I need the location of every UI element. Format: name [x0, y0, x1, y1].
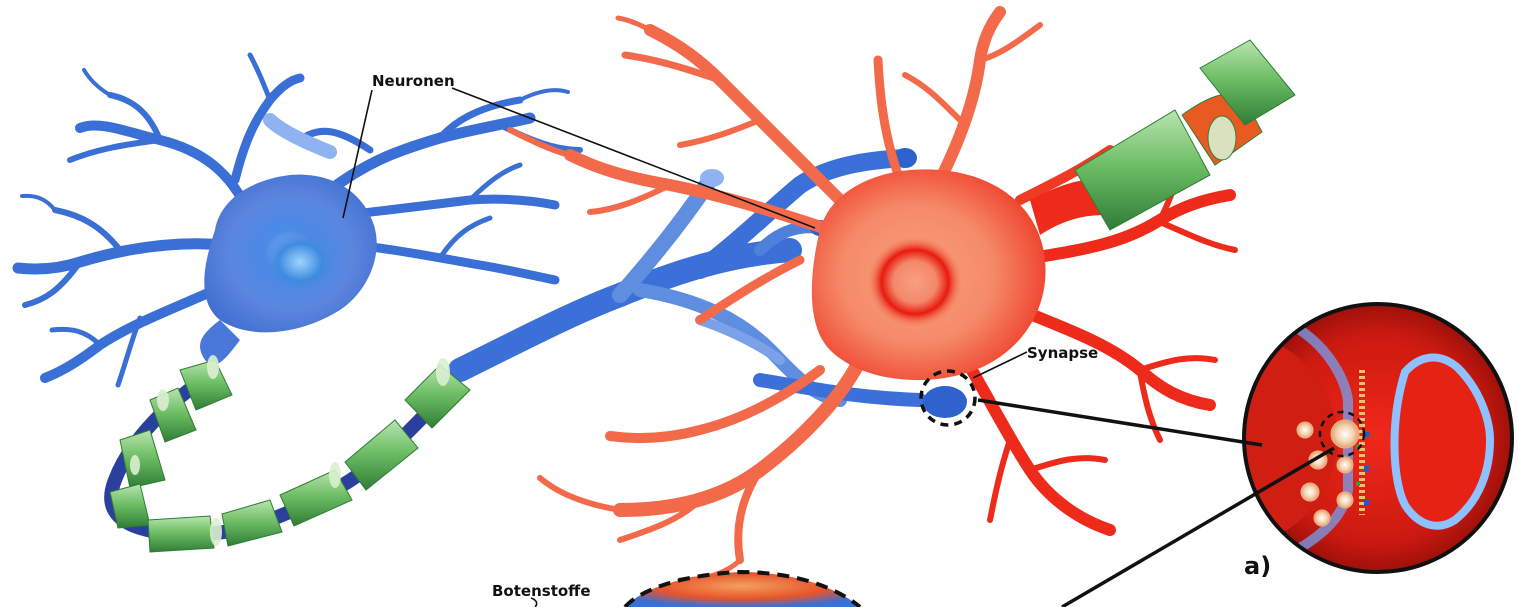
blue-axon-bouton: [923, 386, 967, 418]
myelin-sheath-blue: [110, 355, 470, 552]
red-neuron-nucleus: [867, 236, 963, 328]
botenstoffe-zoom-panel: [625, 572, 860, 607]
label-neuronen: Neuronen: [372, 72, 455, 90]
blue-neuron-nucleus: [260, 228, 340, 296]
leader-neuronen-red: [452, 88, 815, 228]
leader-synapse-zoom: [978, 400, 1262, 445]
label-botenstoffe: Botenstoffe: [492, 582, 591, 600]
label-panel-a: a): [1244, 552, 1271, 580]
label-synapse: Synapse: [1027, 344, 1098, 362]
synapse-zoom-panel: [1230, 304, 1512, 572]
